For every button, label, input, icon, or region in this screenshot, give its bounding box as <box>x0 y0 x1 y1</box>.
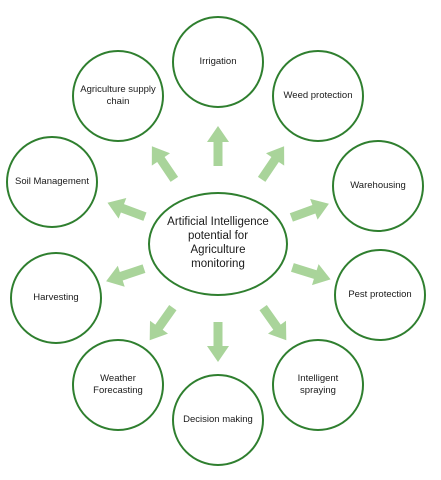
node-label: Pest protection <box>348 289 412 301</box>
node-irrigation: Irrigation <box>172 16 264 108</box>
node-weather-forecasting: Weather Forecasting <box>72 339 164 431</box>
node-label: Decision making <box>183 414 253 426</box>
center-node-label: Artificial Intelligence potential for Ag… <box>167 216 269 270</box>
node-pest-protection: Pest protection <box>334 249 426 341</box>
arrow-to-decision-making <box>207 322 229 362</box>
arrow-to-warehousing <box>289 198 329 222</box>
arrow-to-pest-protection <box>291 263 331 286</box>
node-label: Weather Forecasting <box>93 373 143 396</box>
arrow-to-soil-management <box>107 198 147 221</box>
node-decision-making: Decision making <box>172 374 264 466</box>
node-label: Agriculture supply chain <box>80 84 156 107</box>
node-intelligent-spraying: Intelligent spraying <box>272 339 364 431</box>
node-label: Intelligent spraying <box>297 373 339 396</box>
node-label: Irrigation <box>199 56 237 68</box>
arrow-to-irrigation <box>207 126 229 166</box>
node-label: Weed protection <box>283 90 353 102</box>
node-soil-management: Soil Management <box>6 136 98 228</box>
arrow-to-agriculture-supply-chain <box>151 146 179 182</box>
arrow-to-weather-forecasting <box>149 305 177 341</box>
node-warehousing: Warehousing <box>332 140 424 232</box>
arrow-to-intelligent-spraying <box>259 305 287 341</box>
arrow-to-harvesting <box>106 264 146 287</box>
center-node: Artificial Intelligence potential for Ag… <box>148 192 288 296</box>
node-label: Soil Management <box>15 176 89 188</box>
node-harvesting: Harvesting <box>10 252 102 344</box>
node-label: Warehousing <box>350 180 406 192</box>
node-label: Harvesting <box>33 292 79 304</box>
node-agriculture-supply-chain: Agriculture supply chain <box>72 50 164 142</box>
node-weed-protection: Weed protection <box>272 50 364 142</box>
arrow-to-weed-protection <box>257 146 285 182</box>
